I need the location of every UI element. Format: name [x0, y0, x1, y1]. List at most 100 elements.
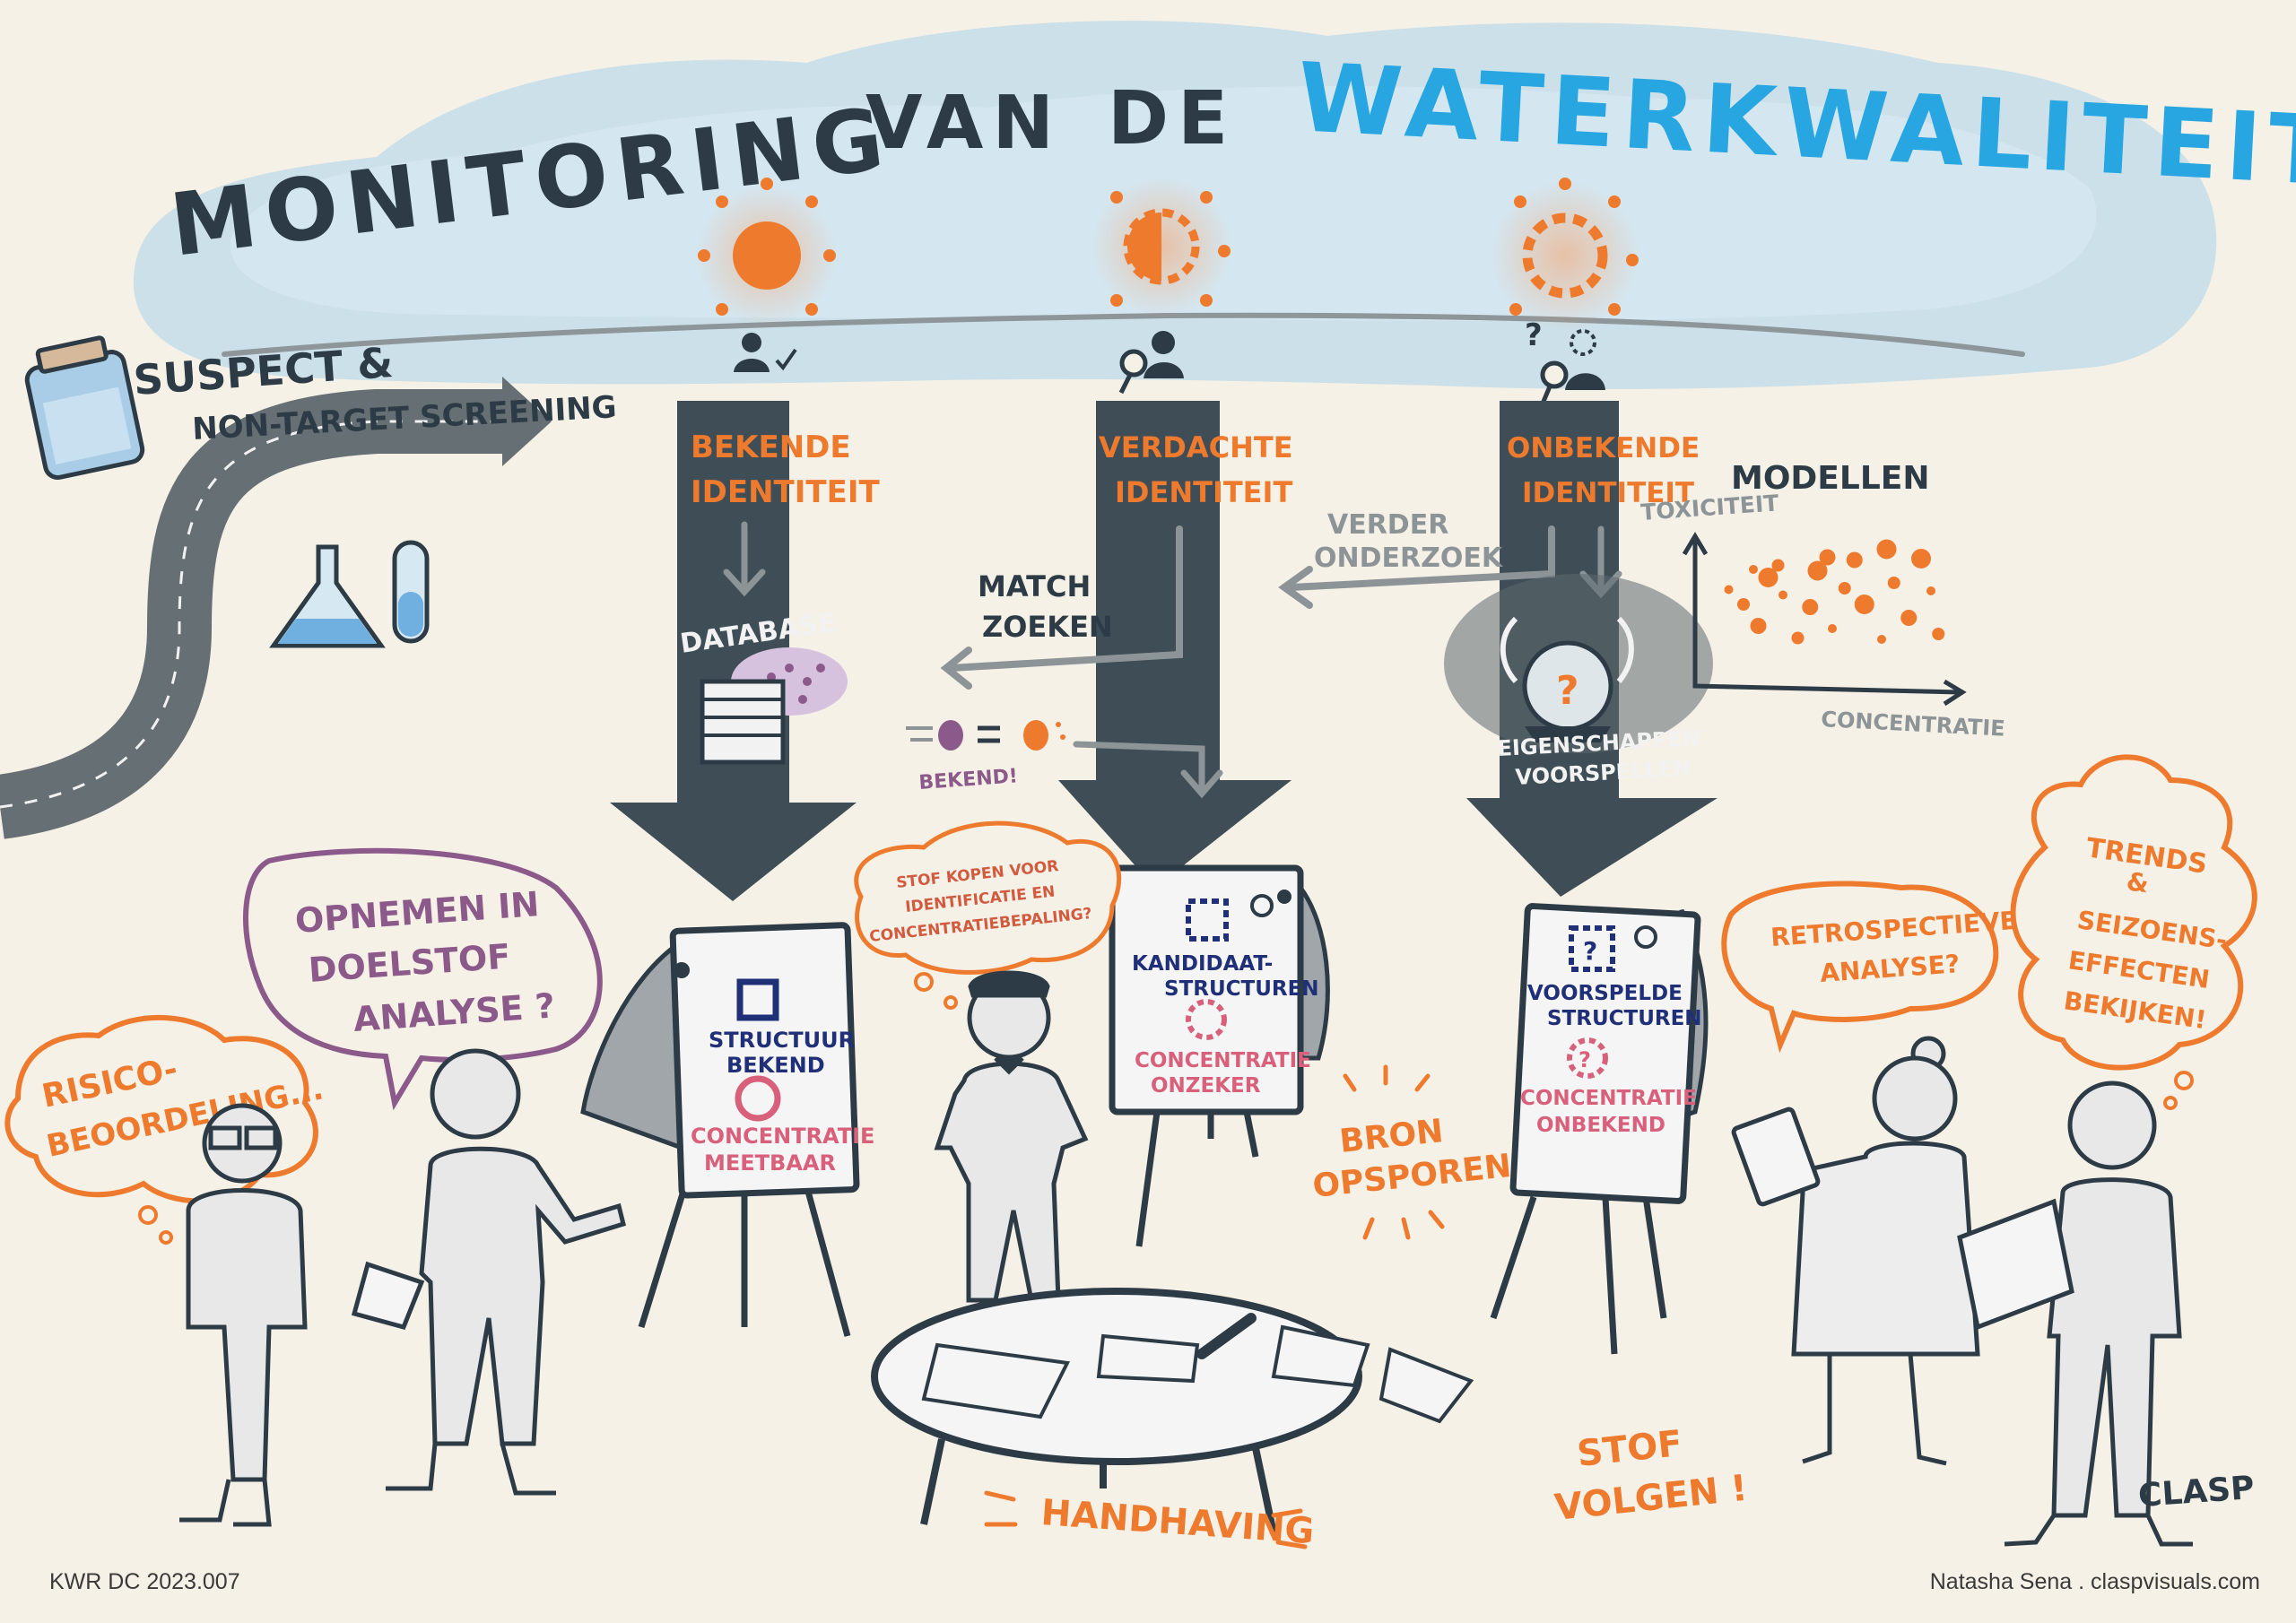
- scatter-point: [1926, 586, 1935, 595]
- bubble-trends-line2: &: [2125, 866, 2151, 898]
- board-known-line2: BEKEND: [726, 1053, 825, 1078]
- board-suspect-line4: ONZEKER: [1151, 1074, 1261, 1098]
- known-molecule-arrow: [1073, 741, 1223, 799]
- board-unknown-line4: ONBEKEND: [1536, 1114, 1665, 1137]
- board-unknown-line2: STRUCTUREN: [1547, 1007, 1702, 1030]
- model-chart-title: MODELLEN: [1731, 460, 1930, 497]
- scatter-point: [1819, 549, 1836, 566]
- bubble-stof-kopen: [854, 820, 1122, 1010]
- arrow-known: [610, 401, 857, 901]
- person-check-icon: [734, 333, 797, 372]
- column-suspect-line1: VERDACHTE: [1099, 430, 1293, 464]
- column-known-line2: IDENTITEIT: [691, 474, 880, 510]
- model-chart-y-arrowhead: [1682, 532, 1709, 556]
- verder-label-line2: ONDERZOEK: [1314, 542, 1504, 574]
- match-label-line2: ZOEKEN: [982, 610, 1113, 644]
- board-known: [580, 922, 860, 1337]
- person-stof: [934, 970, 1089, 1303]
- action-stof-volgen-line1: STOF: [1575, 1423, 1684, 1475]
- model-chart-xlabel: CONCENTRATIE: [1821, 707, 2006, 742]
- road: [0, 377, 552, 839]
- scatter-point: [1846, 551, 1863, 568]
- verder-arrow: [1278, 525, 1555, 609]
- scatter-point: [1854, 595, 1874, 614]
- scatter-point: [1877, 635, 1886, 644]
- scatter-point: [1838, 582, 1851, 595]
- column-known-line1: BEKENDE: [691, 430, 851, 465]
- discussion-table: [871, 1288, 1474, 1534]
- scatter-point: [1791, 631, 1805, 645]
- known-down-arrow: [723, 521, 766, 597]
- scatter-point: [1724, 585, 1734, 595]
- svg-text:?: ?: [1578, 1047, 1591, 1072]
- verder-label-line1: VERDER: [1327, 509, 1448, 541]
- molecule-match-icon: [906, 720, 1065, 751]
- scatter-point: [1749, 565, 1758, 574]
- bron-sparkles: [1343, 1064, 1445, 1240]
- svg-text:?: ?: [1583, 936, 1597, 966]
- board-suspect: [1109, 864, 1330, 1247]
- person-question-icon: ?: [1525, 317, 1605, 404]
- sun-known-icon: [695, 178, 839, 327]
- sample-jar-icon: [24, 335, 145, 481]
- scatter-point: [1828, 624, 1837, 633]
- title-van: VAN: [865, 81, 1063, 166]
- board-known-line3: CONCENTRATIE: [691, 1124, 874, 1149]
- action-stof-volgen-line2: VOLGEN !: [1552, 1468, 1749, 1529]
- footer-right: Natasha Sena . claspvisuals.com: [1929, 1569, 2260, 1594]
- scatter-point: [1779, 590, 1787, 600]
- scatter-point: [1737, 598, 1750, 611]
- sun-half-icon: [1090, 175, 1233, 318]
- bubble-trends: [2010, 754, 2257, 1110]
- person-opnemen: [351, 1048, 627, 1496]
- sun-unknown-icon: [1489, 178, 1641, 332]
- scatter-point: [1750, 618, 1767, 634]
- board-known-line4: MEETBAAR: [704, 1150, 836, 1176]
- test-tube-icon: [392, 540, 430, 644]
- model-chart-x-arrowhead: [1943, 679, 1967, 707]
- title-de: DE: [1108, 76, 1237, 161]
- board-unknown: ? ?: [1490, 903, 1709, 1355]
- crystal-ball-icon: ?: [1444, 574, 1713, 753]
- arrow-suspect: [1058, 401, 1292, 888]
- person-magnifier-icon: [1118, 331, 1184, 395]
- svg-text:?: ?: [1525, 317, 1543, 353]
- scatter-point: [1771, 559, 1785, 572]
- scatter-point: [1758, 568, 1779, 587]
- scatter-point: [1932, 628, 1945, 640]
- board-unknown-line1: VOORSPELDE: [1527, 982, 1683, 1005]
- person-risico: [179, 1103, 308, 1527]
- clasp-logo: CLASP: [2137, 1470, 2256, 1515]
- bubble-opnemen: [243, 847, 603, 1111]
- scatter-point: [1876, 539, 1897, 560]
- model-chart: MODELLEN TOXICITEIT CONCENTRATIE: [1639, 460, 2005, 742]
- scatter-point: [1911, 549, 1931, 568]
- bubble-retro: [1721, 881, 1999, 1054]
- flask-icon: [269, 544, 386, 648]
- board-unknown-line3: CONCENTRATIE: [1520, 1087, 1697, 1110]
- database-icon: [700, 647, 848, 765]
- svg-text:?: ?: [1556, 668, 1579, 714]
- scatter-point: [1887, 577, 1900, 589]
- handhaving-sparkles: [984, 1490, 1308, 1549]
- board-suspect-line1: KANDIDAAT-: [1132, 952, 1273, 976]
- scatter-point: [1807, 560, 1828, 581]
- person-trends: [1957, 1081, 2193, 1547]
- person-retro: [1731, 1036, 1980, 1466]
- action-bron-line1: BRON: [1338, 1113, 1446, 1160]
- footer-left: KWR DC 2023.007: [49, 1569, 240, 1594]
- column-suspect-line2: IDENTITEIT: [1115, 475, 1292, 509]
- model-chart-axes: [1692, 535, 1962, 695]
- known-label: BEKEND!: [918, 765, 1019, 794]
- scatter-point: [1900, 610, 1918, 626]
- column-unknown-line1: ONBEKENDE: [1507, 432, 1700, 464]
- board-suspect-line3: CONCENTRATIE: [1135, 1049, 1311, 1072]
- column-unknown-line2: IDENTITEIT: [1522, 477, 1694, 509]
- action-handhaving: HANDHAVING: [1039, 1492, 1315, 1552]
- match-label-line1: MATCH: [978, 569, 1091, 603]
- board-suspect-line2: STRUCTUREN: [1164, 977, 1319, 1001]
- model-chart-points: [1724, 539, 1945, 645]
- scatter-point: [1802, 599, 1819, 615]
